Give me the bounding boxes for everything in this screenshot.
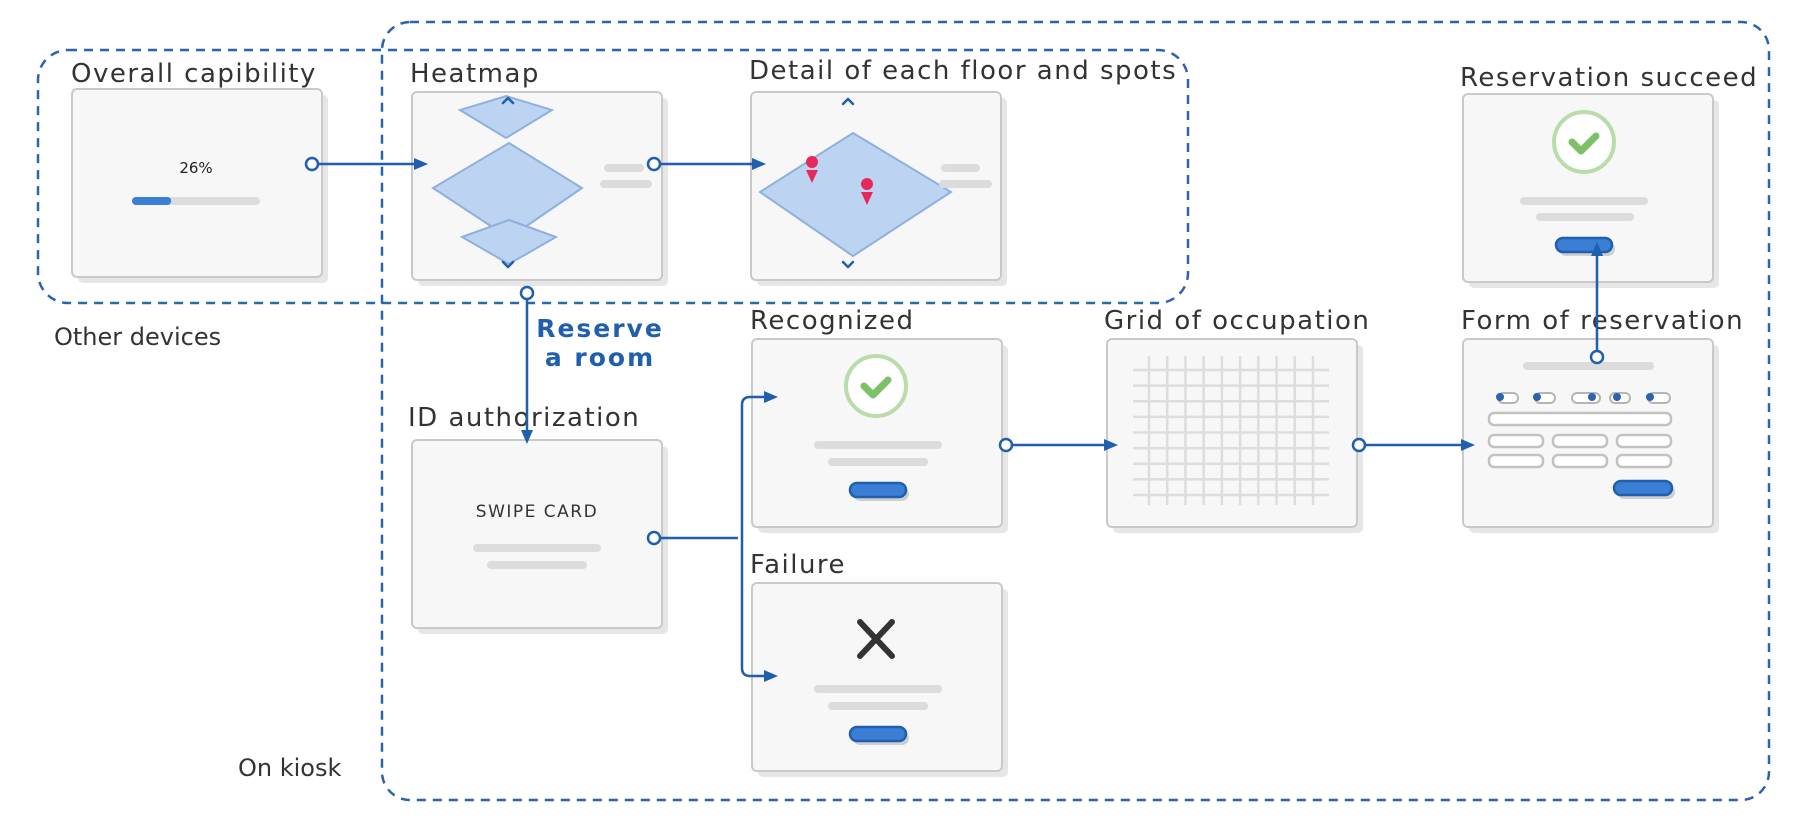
chevron-down-icon[interactable] bbox=[841, 260, 855, 269]
screen-recognized[interactable]: Recognized bbox=[750, 306, 1008, 533]
screen-title: ID authorization bbox=[408, 403, 640, 433]
continue-button[interactable] bbox=[848, 481, 908, 499]
screen-overall-capability[interactable]: Overall capibility 26% bbox=[71, 59, 328, 283]
edge-label-reserve: Reserve bbox=[536, 314, 664, 343]
screen-heatmap[interactable]: Heatmap bbox=[410, 59, 668, 286]
chevron-up-icon[interactable] bbox=[841, 97, 855, 106]
screen-title: Reservation succeed bbox=[1460, 63, 1758, 93]
done-button[interactable] bbox=[1554, 236, 1614, 254]
screen-form-of-reservation[interactable]: Form of reservation bbox=[1461, 306, 1744, 533]
floor-tile-top bbox=[457, 94, 555, 140]
screen-title: Form of reservation bbox=[1461, 306, 1744, 336]
swipe-card-prompt: SWIPE CARD bbox=[476, 502, 598, 522]
form-field[interactable] bbox=[1615, 433, 1673, 449]
form-field[interactable] bbox=[1551, 433, 1609, 449]
chevron-up-icon[interactable] bbox=[501, 96, 515, 105]
check-circle-icon bbox=[1552, 110, 1616, 174]
check-circle-icon bbox=[844, 354, 908, 418]
floor-tile-bottom bbox=[459, 218, 559, 266]
screen-failure[interactable]: Failure bbox=[750, 550, 1008, 777]
submit-button[interactable] bbox=[1612, 479, 1674, 497]
form-field[interactable] bbox=[1487, 453, 1545, 469]
edge-label-reserve-line2: a room bbox=[545, 343, 655, 372]
progress-percent: 26% bbox=[179, 159, 212, 177]
screen-title: Overall capibility bbox=[71, 59, 317, 89]
group-label-other-devices: Other devices bbox=[54, 323, 221, 351]
x-icon bbox=[857, 619, 895, 659]
form-field[interactable] bbox=[1615, 453, 1673, 469]
connectors bbox=[304, 156, 1605, 682]
map-pin-icon[interactable] bbox=[861, 178, 874, 205]
screen-floor-detail[interactable]: Detail of each floor and spots bbox=[749, 56, 1177, 286]
radio-group[interactable] bbox=[1496, 392, 1671, 404]
screen-title: Recognized bbox=[750, 306, 914, 336]
group-other-devices bbox=[36, 48, 1190, 305]
screen-reservation-succeed[interactable]: Reservation succeed bbox=[1460, 63, 1758, 288]
screen-title: Detail of each floor and spots bbox=[749, 56, 1177, 86]
form-field[interactable] bbox=[1487, 433, 1545, 449]
retry-button[interactable] bbox=[848, 725, 908, 743]
screen-title: Failure bbox=[750, 550, 846, 580]
form-field[interactable] bbox=[1551, 453, 1609, 469]
map-pin-icon[interactable] bbox=[806, 156, 819, 183]
form-field-full[interactable] bbox=[1487, 411, 1673, 427]
group-on-kiosk bbox=[380, 20, 1771, 802]
chevron-down-icon[interactable] bbox=[501, 260, 515, 269]
group-label-on-kiosk: On kiosk bbox=[238, 754, 341, 782]
screen-grid-of-occupation[interactable]: Grid of occupation bbox=[1104, 306, 1370, 533]
screen-title: Heatmap bbox=[410, 59, 540, 89]
screen-title: Grid of occupation bbox=[1104, 306, 1370, 336]
occupation-grid[interactable] bbox=[1133, 356, 1329, 505]
screen-id-authorization[interactable]: ID authorization SWIPE CARD bbox=[408, 403, 668, 634]
